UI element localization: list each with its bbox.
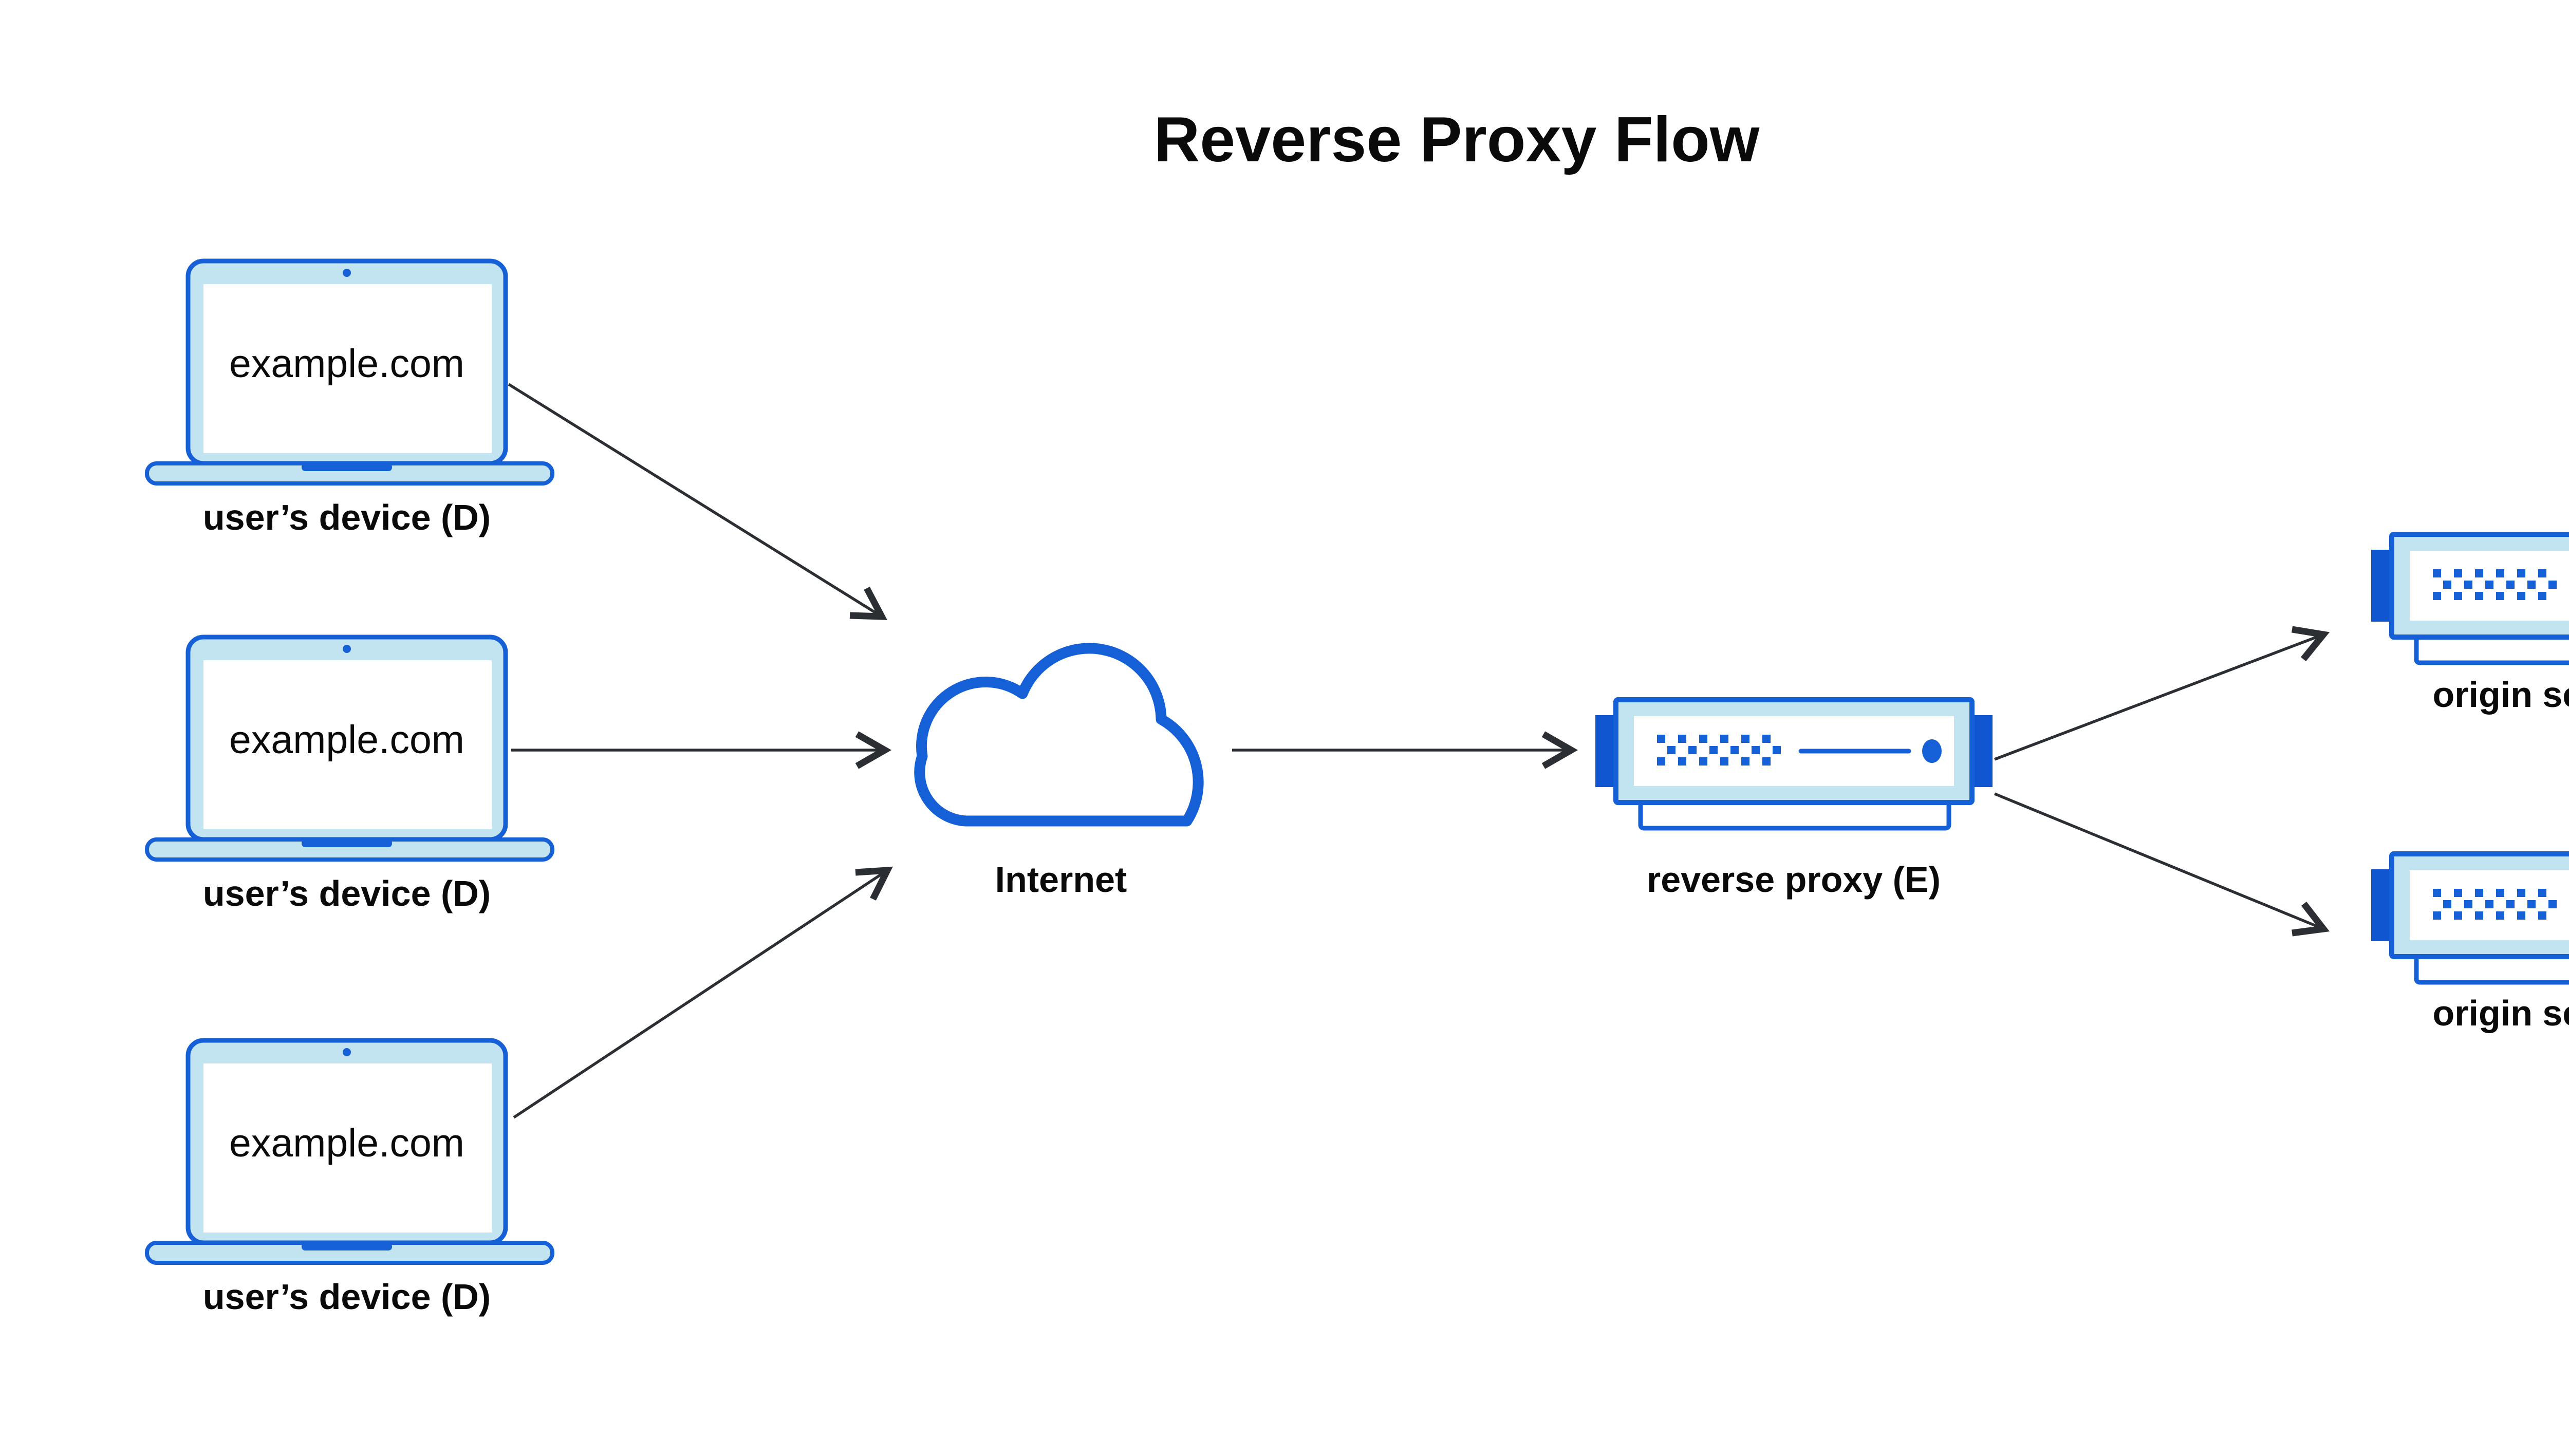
device-label: user’s device (D) <box>203 1277 491 1317</box>
page-title: Reverse Proxy Flow <box>1154 104 1760 175</box>
arrow-shaft <box>1994 792 2324 930</box>
server-icon <box>1595 700 1993 828</box>
arrow-device3-to-internet <box>513 866 893 1119</box>
arrowhead-icon <box>855 731 892 769</box>
arrowhead-icon <box>849 586 887 620</box>
arrow-shaft <box>1994 633 2324 761</box>
device-screen-text: example.com <box>229 1121 464 1165</box>
origin-server-1: origin server (F) <box>2371 534 2569 715</box>
arrow-internet-to-reverse-proxy <box>1232 731 1578 769</box>
arrowhead-icon <box>1541 731 1578 769</box>
origin-server-2: origin server (F) <box>2371 854 2569 1033</box>
device-screen-text: example.com <box>229 342 464 386</box>
internet-label: Internet <box>995 860 1127 900</box>
server-icon <box>2371 854 2569 982</box>
arrow-shaft <box>513 869 888 1119</box>
device-label: user’s device (D) <box>203 873 491 913</box>
arrowhead-icon <box>2291 626 2330 662</box>
arrow-reverse-proxy-to-origin1 <box>1994 626 2330 761</box>
device-screen-text: example.com <box>229 718 464 762</box>
user-device-1: example.com user’s device (D) <box>147 261 552 537</box>
reverse-proxy-node: reverse proxy (E) <box>1595 700 1993 900</box>
internet-node: Internet <box>914 643 1204 900</box>
arrowhead-icon <box>2292 902 2330 937</box>
arrow-shaft <box>508 383 883 618</box>
user-device-2: example.com user’s device (D) <box>147 637 552 913</box>
origin-server-label: origin server (F) <box>2433 993 2569 1033</box>
user-device-3: example.com user’s device (D) <box>147 1040 552 1317</box>
arrow-reverse-proxy-to-origin2 <box>1994 792 2330 937</box>
reverse-proxy-label: reverse proxy (E) <box>1647 860 1941 900</box>
arrowhead-icon <box>855 866 893 901</box>
server-icon <box>2371 534 2569 663</box>
origin-server-label: origin server (F) <box>2433 675 2569 715</box>
arrow-device1-to-internet <box>508 383 887 620</box>
device-label: user’s device (D) <box>203 497 491 537</box>
arrow-device2-to-internet <box>511 731 892 769</box>
cloud-icon <box>914 643 1204 827</box>
